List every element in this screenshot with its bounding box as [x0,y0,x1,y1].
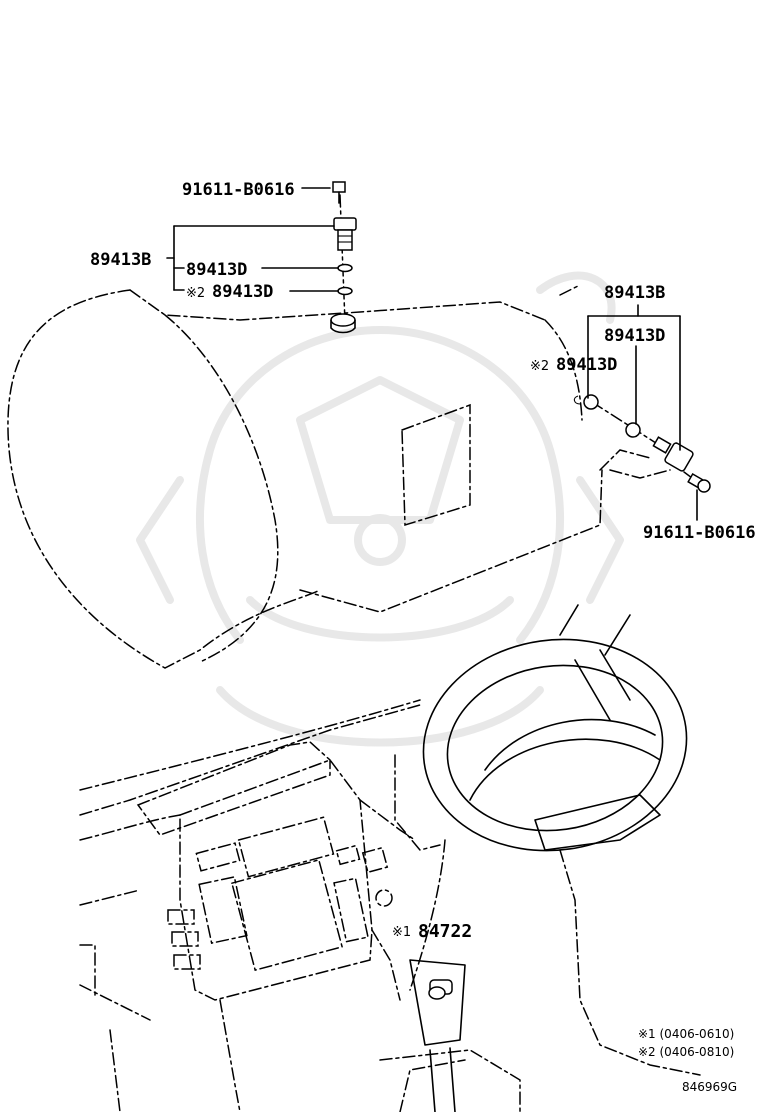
top-gasket-alt-icon [337,286,353,296]
meter-part-icon [428,979,453,1000]
floor-console [379,959,521,1112]
dashboard [79,699,441,1112]
top-leader-lines [166,187,339,292]
callout-gasket-right: 89413D [604,326,665,346]
top-bolt-icon [332,181,346,204]
right-clip-icon [573,395,581,405]
callout-meter: 84722 [418,921,472,942]
callout-gasket-right-alt-mark: ※2 [530,359,549,374]
right-bolt-icon [687,473,711,493]
callout-bolt-top: 91611-B0616 [182,180,295,200]
top-speed-sensor-stack [330,181,357,334]
top-gasket-icon [337,263,353,273]
callout-meter-mark: ※1 [392,925,411,940]
right-leader-lines [587,304,698,521]
top-sensor-icon [333,217,357,251]
applicability-note-1: ※1 (0406-0610) [638,1027,734,1041]
applicability-note-2: ※2 (0406-0810) [638,1045,734,1059]
callout-gasket-right-alt: 89413D [556,355,617,375]
right-sensor-icon [652,436,694,472]
callout-sensor-right: 89413B [604,283,665,303]
callout-gasket-top-alt-mark: ※2 [186,286,205,301]
callout-sensor-top: 89413B [90,250,151,270]
top-mounting-boss [330,313,356,334]
diagram-code: 846969G [682,1080,737,1094]
right-gasket-icon [625,422,641,438]
watermark-emblem [136,271,624,747]
right-gasket-alt-icon [583,394,599,410]
transmission-housing [7,284,671,669]
callout-bolt-right: 91611-B0616 [643,523,756,543]
steering-wheel [409,604,701,1076]
callout-gasket-top: 89413D [186,260,247,280]
callout-gasket-top-alt: 89413D [212,282,273,302]
